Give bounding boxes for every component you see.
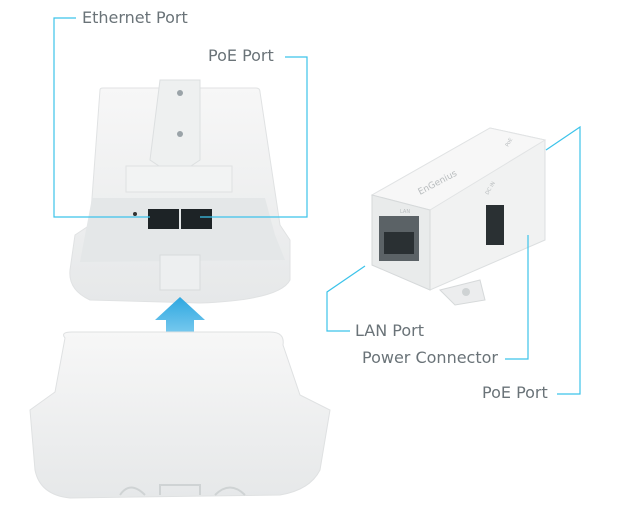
access-point-device [69, 79, 291, 304]
ap-cover [29, 331, 331, 499]
label-ethernet-port: Ethernet Port [82, 8, 188, 27]
label-lan-port: LAN Port [355, 321, 424, 340]
callout-line-power-connector [505, 235, 529, 360]
lan-marking: LAN [400, 209, 410, 215]
callout-line-poe-port-injector [545, 125, 581, 395]
poe-marking: PoE [505, 137, 515, 148]
label-poe-port-injector: PoE Port [482, 383, 548, 402]
dc-power-jack [486, 205, 504, 245]
ethernet-port-jack [148, 209, 179, 229]
label-poe-port-ap: PoE Port [208, 46, 274, 65]
label-power-connector: Power Connector [362, 348, 498, 367]
callout-line-lan-port [326, 265, 366, 332]
poe-port-jack [181, 209, 212, 229]
callout-line-poe-port-ap [200, 56, 308, 218]
poe-injector-device: EnGenius LAN DC IN PoE [370, 127, 547, 306]
callout-line-ethernet-port [53, 17, 150, 218]
